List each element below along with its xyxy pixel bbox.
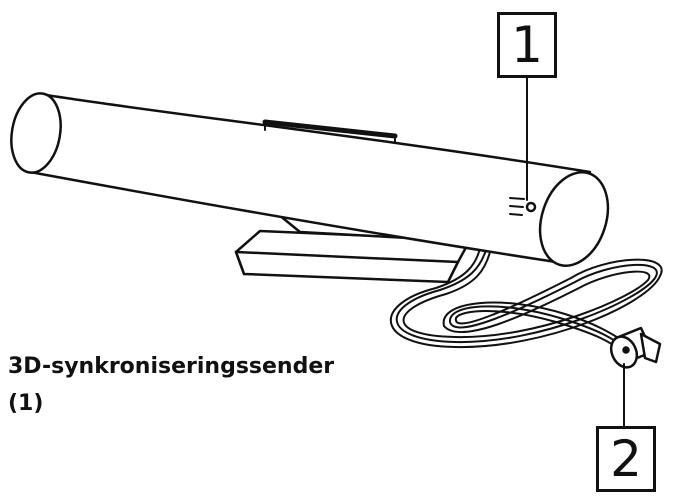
cable — [390, 247, 663, 352]
device-name-caption: 3D-synkroniseringssender — [8, 354, 335, 379]
connector-plug — [609, 326, 662, 369]
callout-label-1: 1 — [497, 12, 557, 78]
stand-base — [234, 229, 472, 284]
callout-label-2: 2 — [596, 426, 656, 492]
device-number-caption: (1) — [8, 391, 44, 416]
transmitter-end-cap — [509, 171, 610, 267]
leader-lines — [526, 77, 625, 427]
transmitter-body — [10, 92, 592, 264]
